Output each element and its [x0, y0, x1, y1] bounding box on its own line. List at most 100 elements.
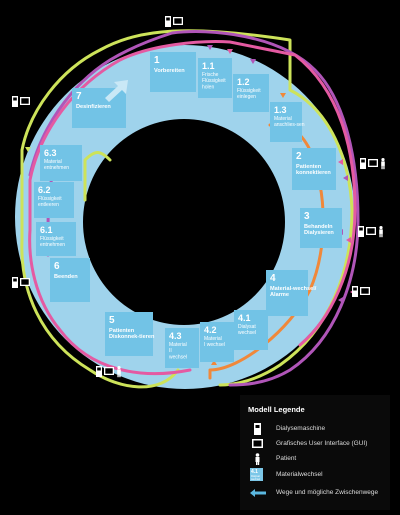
step-number: 6.2	[38, 185, 51, 195]
gui-screen-icon	[173, 17, 183, 25]
path-pink	[28, 40, 357, 376]
step-box-bg	[266, 270, 308, 316]
step-number: 2	[296, 151, 302, 162]
patient-icon	[379, 226, 383, 238]
legend-label: Materialwechsel	[276, 471, 323, 478]
dialysis-machine-icon	[96, 366, 102, 377]
step-box-bg	[200, 322, 234, 362]
gui-screen-icon	[20, 97, 30, 105]
step-box-bg	[36, 222, 76, 256]
path-yellow-inner	[83, 151, 112, 202]
dialysis-machine-icon	[165, 16, 171, 27]
dialysis-machine-icon	[12, 96, 18, 107]
step-number: 4.1	[238, 313, 251, 323]
step-number: 1	[154, 55, 160, 66]
path-arrowhead	[338, 159, 343, 165]
step-box-bg	[198, 58, 232, 98]
path-arrowhead	[227, 49, 233, 54]
step-box-bg	[72, 88, 126, 128]
step-box-bg	[233, 74, 269, 112]
gui-screen-icon	[360, 287, 370, 295]
path-arrowhead	[211, 360, 217, 365]
step-number: 5	[109, 315, 115, 326]
legend: Modell Legende Dialysemaschine Grafische…	[240, 395, 390, 510]
patient-icon	[255, 453, 260, 465]
step-box-bg	[150, 52, 196, 92]
step-number: 6.3	[44, 148, 57, 158]
legend-label: Dialysemaschine	[276, 425, 326, 432]
dialysis-machine-icon	[360, 158, 366, 169]
patient-icon	[381, 158, 385, 170]
path-arrow-icon	[250, 489, 266, 497]
dialysis-machine-icon	[352, 286, 358, 297]
step-label: Material-wechsel/Alarme	[270, 286, 317, 298]
step-number: 4	[270, 273, 276, 284]
step-number: 3	[304, 211, 310, 222]
legend-box-text: Dialysat wechsel	[251, 475, 261, 481]
step-box-bg	[234, 310, 268, 350]
step-number: 4.2	[204, 325, 217, 335]
flow-arrow	[105, 80, 128, 102]
legend-label: Grafisches User Interface (GUI)	[276, 440, 368, 447]
step-label: Desinfizieren	[76, 104, 111, 110]
gui-screen-icon	[368, 159, 378, 167]
legend-item-gui: Grafisches User Interface (GUI)	[248, 438, 388, 450]
path-arrowhead	[343, 175, 348, 181]
gui-screen-icon	[20, 278, 30, 286]
step-box-bg	[105, 312, 153, 356]
dialysis-machine-icon	[12, 277, 18, 288]
step-number: 4.3	[169, 331, 182, 341]
path-arrowhead	[338, 297, 343, 303]
legend-box-number: 4.1	[251, 469, 258, 475]
path-arrowhead	[346, 237, 351, 243]
patient-icon	[117, 366, 121, 378]
legend-item-paths: Wege und mögliche Zwischenwege	[248, 487, 388, 499]
step-box-bg	[40, 145, 82, 181]
step-box-bg	[34, 182, 74, 218]
gui-screen-icon	[366, 227, 376, 235]
step-number: 1.1	[202, 61, 215, 71]
gui-screen-icon	[104, 367, 114, 375]
legend-item-dialysis-machine: Dialysemaschine	[248, 423, 388, 435]
step-box-bg	[300, 208, 342, 248]
step-number: 7	[76, 91, 82, 102]
legend-label: Wege und mögliche Zwischenwege	[276, 489, 379, 496]
path-arrowhead	[25, 147, 31, 152]
legend-item-material-change: 4.1 Dialysat wechsel Materialwechsel	[248, 468, 388, 481]
step-box-bg	[50, 258, 90, 302]
legend-item-patient: Patient	[248, 453, 388, 465]
step-box-bg	[165, 328, 199, 368]
dialysis-machine-icon	[358, 226, 364, 237]
step-label: Beenden	[54, 274, 78, 280]
step-number: 1.2	[237, 77, 250, 87]
material-change-box-icon: 4.1 Dialysat wechsel	[250, 468, 263, 481]
actor-icons	[12, 16, 385, 378]
path-arrowhead	[250, 59, 256, 64]
step-number: 1.3	[274, 105, 287, 115]
